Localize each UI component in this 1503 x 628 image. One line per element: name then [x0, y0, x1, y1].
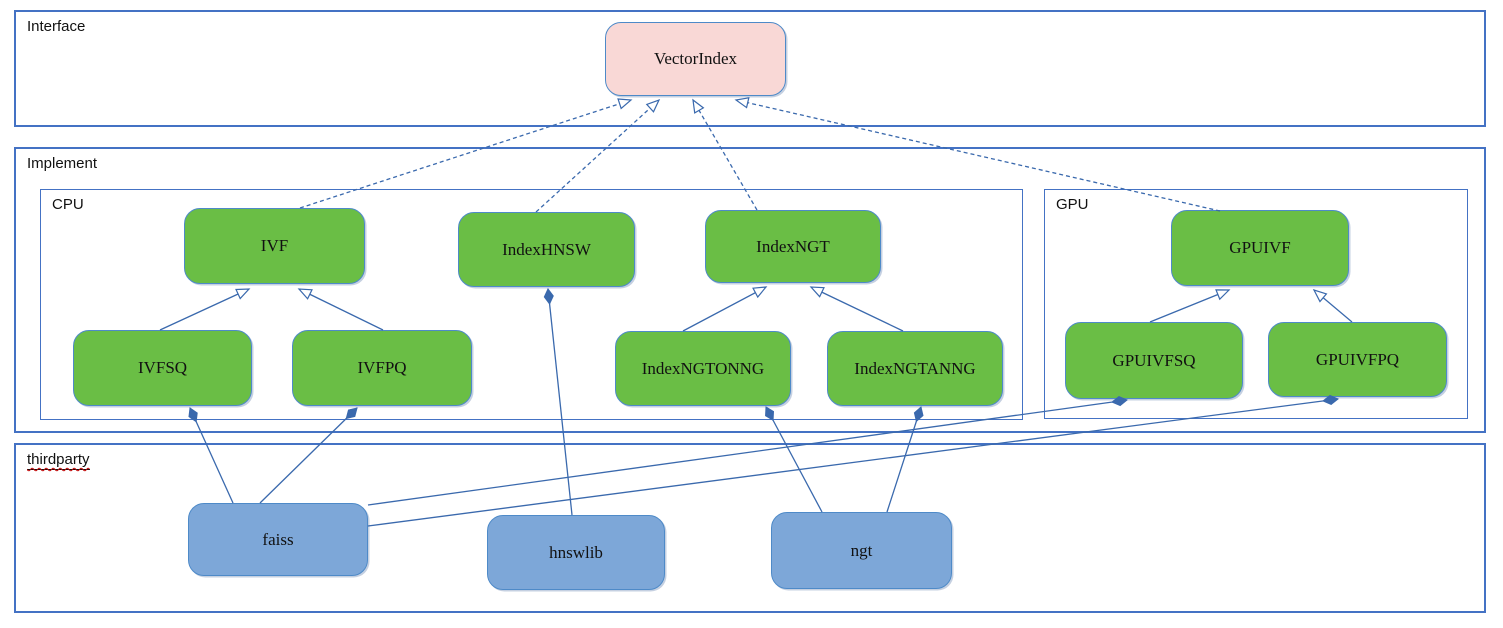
- node-gpuivfpq: GPUIVFPQ: [1268, 322, 1447, 397]
- interface-group-label: Interface: [27, 18, 86, 35]
- node-gpuivfsq: GPUIVFSQ: [1065, 322, 1243, 399]
- gpu-group-label: GPU: [1056, 196, 1089, 213]
- node-indexhnsw: IndexHNSW: [458, 212, 635, 287]
- node-ivf: IVF: [184, 208, 365, 284]
- cpu-group-label: CPU: [52, 196, 84, 213]
- node-indexngtonng: IndexNGTONNG: [615, 331, 791, 406]
- node-hnswlib: hnswlib: [487, 515, 665, 590]
- implement-group-label: Implement: [27, 155, 98, 172]
- node-vectorindex: VectorIndex: [605, 22, 786, 96]
- node-ivfpq: IVFPQ: [292, 330, 472, 406]
- node-ngt: ngt: [771, 512, 952, 589]
- node-indexngt: IndexNGT: [705, 210, 881, 283]
- node-gpuivf: GPUIVF: [1171, 210, 1349, 286]
- thirdparty-group-label: thirdparty: [27, 451, 90, 470]
- node-ivfsq: IVFSQ: [73, 330, 252, 406]
- node-faiss: faiss: [188, 503, 368, 576]
- node-indexngtanng: IndexNGTANNG: [827, 331, 1003, 406]
